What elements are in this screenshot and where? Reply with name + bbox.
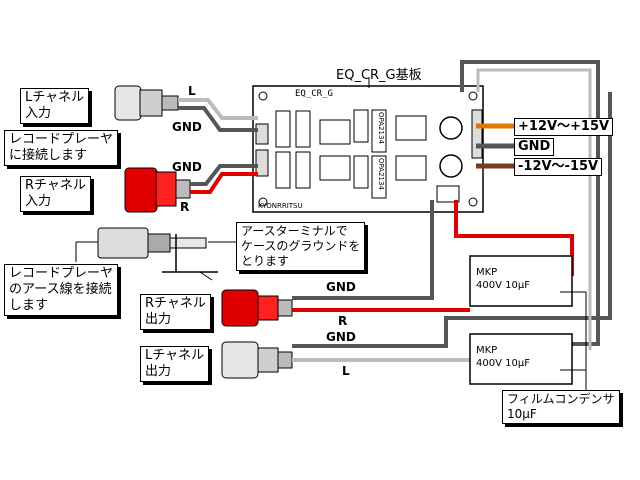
board-maker: KYONRRITSU [258,202,303,210]
l-output-rca-jack [221,341,293,379]
l-input-wire-label: L [188,84,196,98]
ic1-label: OPA2134 [377,112,385,144]
r-input-label: Rチャネル 入力 [20,176,91,212]
player-earth-note: レコードプレーヤ のアース線を接続 します [4,264,119,316]
earth-terminal-note: アースターミナルで ケースのグラウンドを とります [236,222,366,271]
film-capacitor-note: フィルムコンデンサ 10μF [502,390,620,424]
l-input-gnd-label: GND [172,120,202,134]
l-output-label: Lチャネル 出力 [140,346,210,382]
l-input-label: Lチャネル 入力 [20,88,90,124]
r-output-rca-jack [221,289,293,327]
board-silk-name: EQ_CR_G [295,89,333,99]
board-title: EQ_CR_G基板 [336,68,422,83]
r-output-wire-label: R [338,314,348,328]
l-output-gnd-label: GND [326,330,356,344]
pcb-board [252,85,484,213]
ic2-label: OPA2134 [377,158,385,190]
earth-terminal [97,227,218,281]
r-output-gnd-label: GND [326,280,356,294]
l-input-rca-plug [114,85,179,121]
capacitor-1-label: MKP 400V 10μF [476,267,530,291]
capacitor-2-label: MKP 400V 10μF [476,345,530,369]
power-gnd-label: GND [514,138,555,156]
power-plus-label: +12V～+15V [514,118,614,136]
l-output-wire-label: L [342,364,350,378]
record-player-connect-label: レコードプレーヤ に接続します [4,130,119,166]
r-input-rca-plug [124,167,191,213]
r-input-gnd-label: GND [172,160,202,174]
r-output-label: Rチャネル 出力 [140,294,211,330]
power-minus-label: -12V～-15V [514,158,603,176]
r-input-wire-label: R [180,200,190,214]
